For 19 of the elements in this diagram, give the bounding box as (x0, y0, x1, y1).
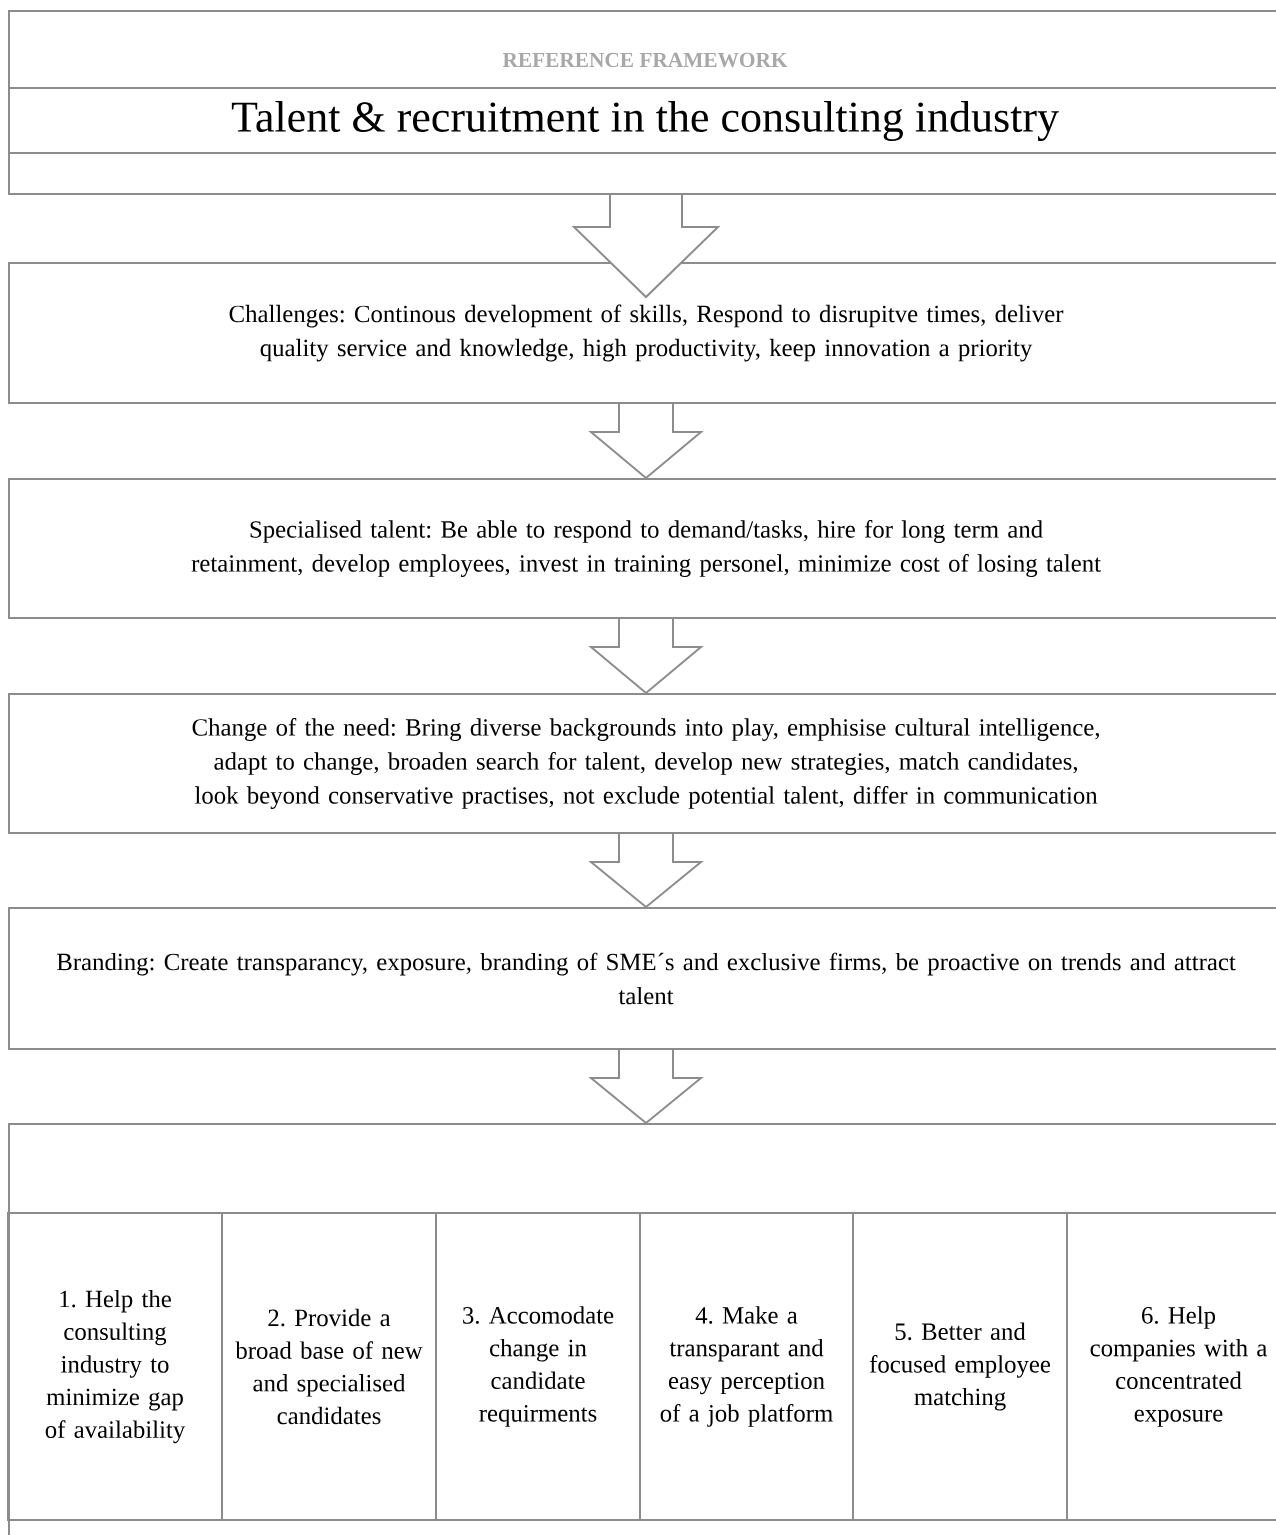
framework-box (7, 10, 1276, 195)
process-box: Challenges: Continous development of skills, Respond to disrupitve times, deliver quality service and knowledge, high productivity, keep innovation a priority (8, 262, 1276, 404)
outcome-box (8, 1123, 1276, 1535)
process-box: Specialised talent: Be able to respond to demand/tasks, hire for long term and retainment, develop employees, invest in training personel, minimize cost of losing talent (8, 478, 1276, 619)
goal-cell: 1. Help the consulting industry to minimize gap of availability (7, 1212, 223, 1521)
block-arrow (588, 1049, 704, 1125)
goal-cell: 4. Make a transparant and easy perception of a job platform (639, 1212, 854, 1521)
block-arrow (571, 194, 721, 299)
goal-cell: 6. Help companies with a concentrated exposure (1066, 1212, 1276, 1521)
goal-cell: 5. Better and focused employee matching (852, 1212, 1068, 1521)
process-box: Change of the need: Bring diverse backgrounds into play, emphisise cultural intelligence, adapt to change, broaden search for talent, develop new strategies, match candidates, look beyond conservative practises, not exclude potential talent, differ in communication (8, 693, 1276, 834)
goal-cell: 3. Accomodate change in candidate requirments (435, 1212, 641, 1521)
title-text: Talent & recruitment in the consulting industry (231, 101, 1059, 141)
block-arrow (588, 833, 704, 909)
block-arrow (588, 403, 704, 480)
header-text: REFERENCE FRAMEWORK (502, 52, 788, 68)
process-box: Branding: Create transparancy, exposure, branding of SME´s and exclusive firms, be proactive on trends and attract talent (8, 907, 1276, 1050)
goal-cell: 2. Provide a broad base of new and specialised candidates (221, 1212, 437, 1521)
block-arrow (588, 618, 704, 695)
